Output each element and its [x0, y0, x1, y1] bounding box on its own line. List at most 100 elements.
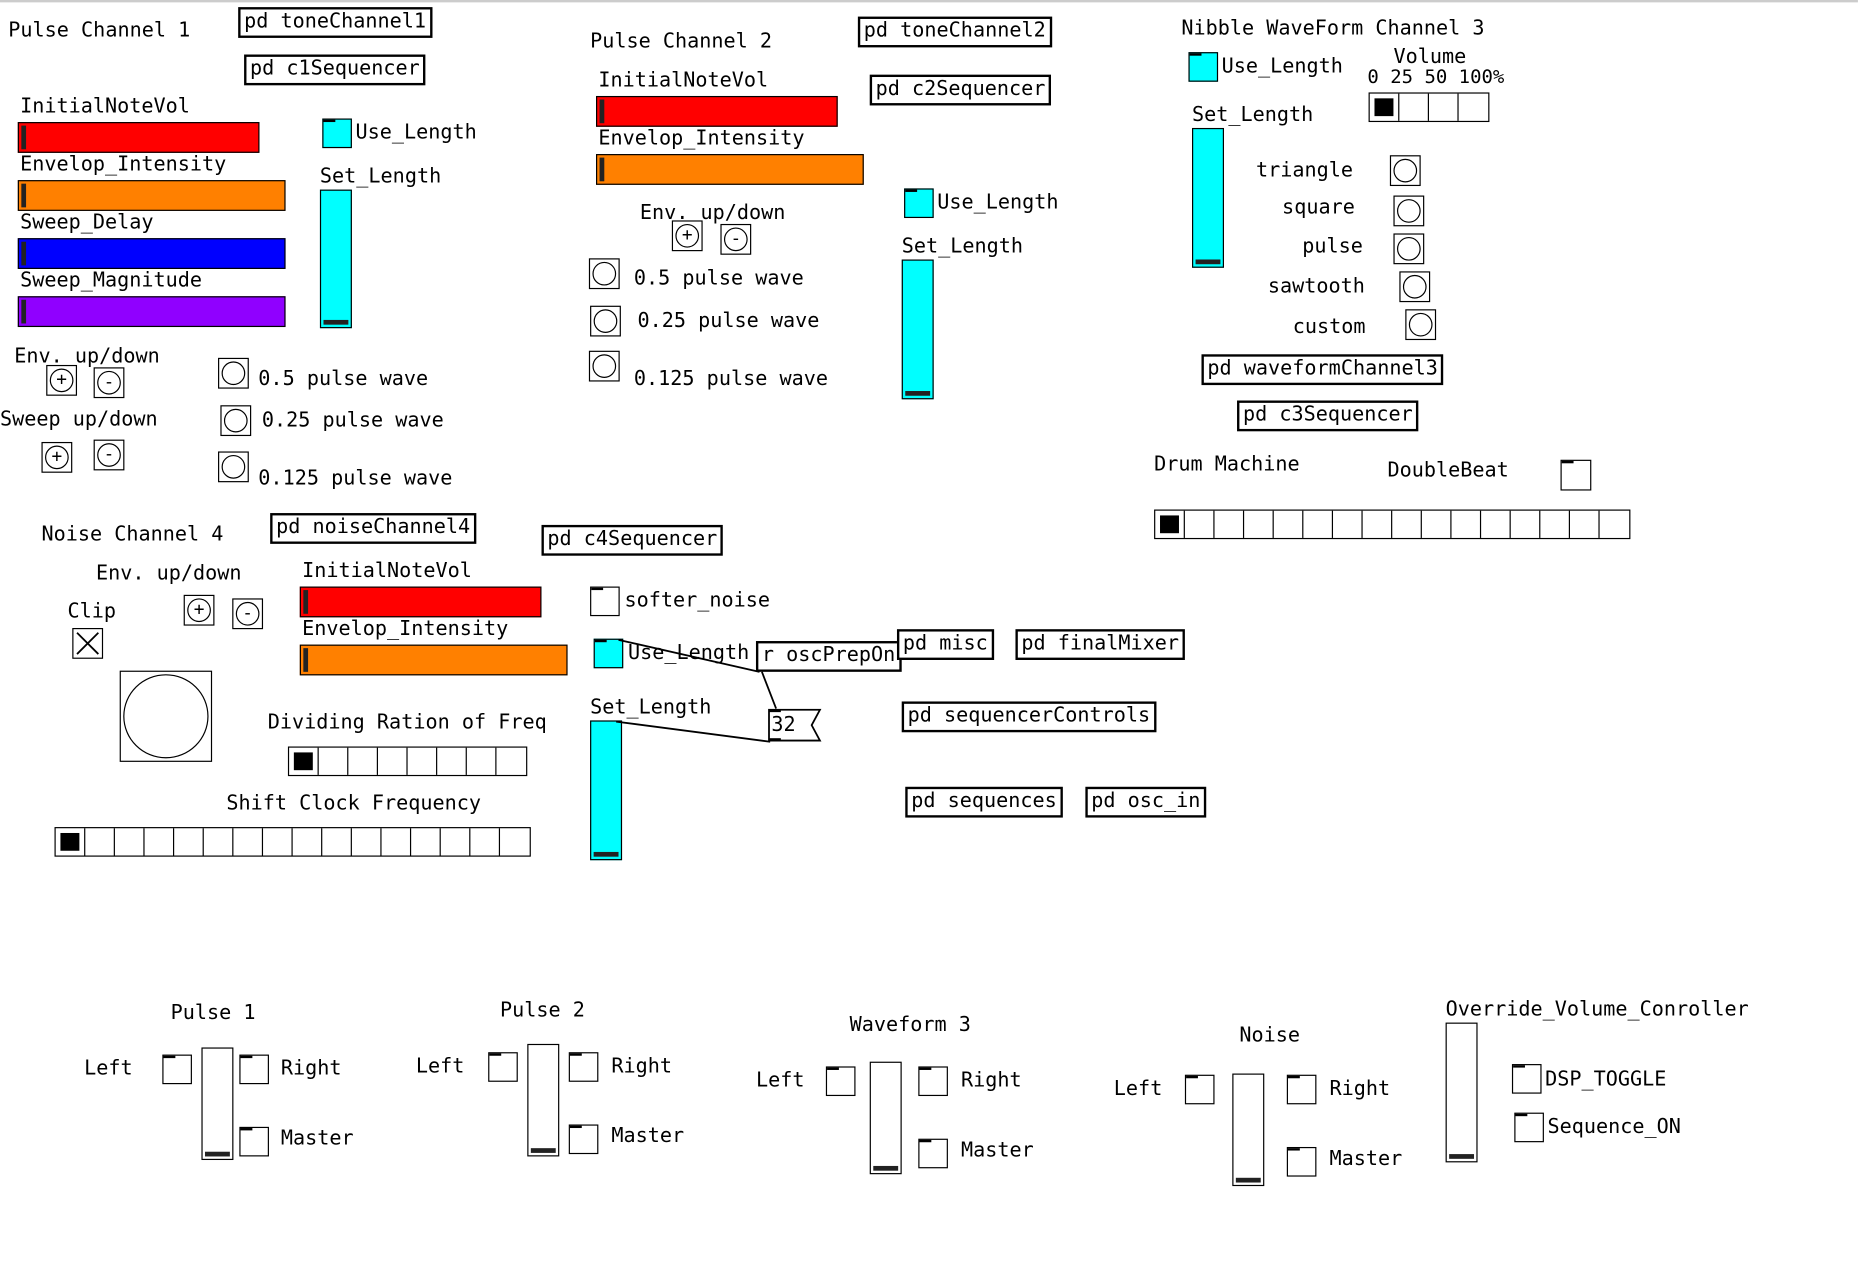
- pulse1-env-plus-button[interactable]: +: [46, 364, 78, 396]
- dividing-cell[interactable]: [467, 747, 497, 775]
- double-beat-toggle[interactable]: [1560, 459, 1592, 491]
- pulse1-sweep-minus-button[interactable]: -: [93, 439, 125, 471]
- mixer-master-toggle[interactable]: [918, 1138, 948, 1169]
- pulse1-sweep-magnitude-slider[interactable]: [17, 296, 286, 328]
- pulse2-wave-0125-bang[interactable]: [588, 350, 620, 382]
- softer-noise-toggle[interactable]: [590, 586, 620, 617]
- shift-clock-cell[interactable]: [174, 828, 204, 856]
- dividing-cell[interactable]: [378, 747, 408, 775]
- drum-step-cell[interactable]: [1185, 510, 1215, 538]
- shift-clock-cell[interactable]: [322, 828, 352, 856]
- pd-waveform-channel3[interactable]: pd waveformChannel3: [1201, 354, 1444, 386]
- mixer-left-toggle[interactable]: [488, 1052, 518, 1082]
- shift-clock-cell[interactable]: [470, 828, 501, 856]
- pulse1-wave-025-bang[interactable]: [220, 405, 252, 437]
- noise4-envelope-intensity-slider[interactable]: [299, 644, 568, 676]
- noise4-env-minus-button[interactable]: -: [232, 598, 264, 630]
- drum-step-cell[interactable]: [1511, 510, 1541, 538]
- drum-step-cell[interactable]: [1540, 510, 1570, 538]
- shift-clock-cell[interactable]: [293, 828, 323, 856]
- shift-clock-cell[interactable]: [441, 828, 471, 856]
- noise4-initial-note-vol-slider[interactable]: [299, 586, 542, 618]
- dsp-toggle[interactable]: [1511, 1064, 1542, 1094]
- drum-step-cell[interactable]: [1452, 510, 1482, 538]
- nibble3-sawtooth-bang[interactable]: [1399, 271, 1431, 303]
- pd-noise-channel4[interactable]: pd noiseChannel4: [270, 513, 477, 544]
- pulse1-set-length-slider[interactable]: [319, 189, 352, 329]
- drum-step-cell[interactable]: [1274, 510, 1304, 538]
- override-volume-slider[interactable]: [1445, 1022, 1478, 1163]
- receive-osc-prep-on[interactable]: r oscPrepOn: [755, 641, 902, 672]
- pulse2-env-plus-button[interactable]: +: [671, 220, 703, 252]
- volume-cell-0[interactable]: [1370, 93, 1400, 121]
- dividing-cell[interactable]: [496, 748, 526, 775]
- drum-step-radio[interactable]: [1154, 509, 1631, 540]
- pulse1-envelope-intensity-slider[interactable]: [17, 180, 286, 211]
- nibble3-volume-radio[interactable]: [1368, 92, 1490, 123]
- pulse2-initial-note-vol-slider[interactable]: [596, 95, 838, 127]
- shift-clock-cell[interactable]: [233, 828, 264, 856]
- pulse2-envelope-intensity-slider[interactable]: [596, 154, 864, 185]
- drum-step-cell[interactable]: [1155, 510, 1185, 538]
- noise4-use-length-toggle[interactable]: [593, 638, 624, 669]
- noise4-dividing-radio[interactable]: [287, 746, 528, 777]
- pulse1-wave-0125-bang[interactable]: [218, 451, 249, 483]
- pd-tone-channel1[interactable]: pd toneChannel1: [238, 7, 432, 38]
- noise4-shift-clock-radio[interactable]: [54, 827, 531, 857]
- shift-clock-cell[interactable]: [204, 828, 234, 856]
- pulse1-use-length-toggle[interactable]: [322, 118, 352, 149]
- pd-sequencer-controls[interactable]: pd sequencerControls: [901, 701, 1157, 733]
- drum-step-cell[interactable]: [1392, 510, 1422, 538]
- mixer-volume-slider[interactable]: [1232, 1073, 1265, 1187]
- pulse2-wave-025-bang[interactable]: [590, 305, 621, 337]
- shift-clock-cell[interactable]: [382, 828, 412, 856]
- shift-clock-cell[interactable]: [85, 828, 115, 856]
- volume-cell-25[interactable]: [1399, 93, 1429, 121]
- dividing-cell[interactable]: [437, 747, 467, 775]
- pulse2-env-minus-button[interactable]: -: [720, 223, 752, 255]
- pulse1-env-minus-button[interactable]: -: [93, 367, 125, 399]
- pd-c1-sequencer[interactable]: pd c1Sequencer: [244, 54, 426, 86]
- pd-c4-sequencer[interactable]: pd c4Sequencer: [541, 524, 724, 556]
- mixer-left-toggle[interactable]: [825, 1066, 856, 1097]
- drum-step-cell[interactable]: [1244, 510, 1274, 538]
- shift-clock-cell[interactable]: [411, 828, 441, 856]
- mixer-volume-slider[interactable]: [201, 1047, 234, 1161]
- pulse1-initial-note-vol-slider[interactable]: [17, 122, 260, 153]
- pulse2-use-length-toggle[interactable]: [904, 188, 934, 219]
- volume-cell-50[interactable]: [1429, 93, 1459, 121]
- shift-clock-cell[interactable]: [115, 828, 145, 856]
- pulse1-wave-05-bang[interactable]: [218, 357, 249, 389]
- shift-clock-cell[interactable]: [56, 828, 86, 856]
- mixer-volume-slider[interactable]: [527, 1043, 560, 1157]
- shift-clock-cell[interactable]: [352, 828, 382, 856]
- noise4-big-bang[interactable]: [119, 670, 213, 762]
- nibble3-set-length-slider[interactable]: [1192, 127, 1225, 268]
- pd-osc-in[interactable]: pd osc_in: [1085, 786, 1207, 818]
- nibble3-square-bang[interactable]: [1393, 195, 1425, 227]
- mixer-master-toggle[interactable]: [568, 1124, 599, 1155]
- pd-sequences[interactable]: pd sequences: [905, 786, 1063, 818]
- nibble3-triangle-bang[interactable]: [1389, 155, 1421, 187]
- noise4-clip-toggle[interactable]: [72, 627, 104, 659]
- mixer-volume-slider[interactable]: [869, 1061, 902, 1175]
- pd-c3-sequencer[interactable]: pd c3Sequencer: [1237, 400, 1419, 432]
- shift-clock-cell[interactable]: [263, 828, 293, 856]
- dividing-cell[interactable]: [289, 747, 319, 775]
- pd-tone-channel2[interactable]: pd toneChannel2: [857, 16, 1052, 48]
- dividing-cell[interactable]: [408, 747, 438, 775]
- dividing-cell[interactable]: [319, 747, 349, 775]
- pulse1-sweep-delay-slider[interactable]: [17, 238, 286, 269]
- mixer-left-toggle[interactable]: [1184, 1074, 1215, 1105]
- mixer-right-toggle[interactable]: [239, 1054, 269, 1085]
- drum-step-cell[interactable]: [1363, 510, 1393, 538]
- pulse2-wave-05-bang[interactable]: [588, 258, 620, 290]
- nibble3-pulse-bang[interactable]: [1393, 233, 1425, 265]
- drum-step-cell[interactable]: [1303, 510, 1334, 538]
- drum-step-cell[interactable]: [1481, 510, 1511, 538]
- mixer-left-toggle[interactable]: [162, 1054, 192, 1085]
- shift-clock-cell[interactable]: [145, 828, 175, 856]
- pd-c2-sequencer[interactable]: pd c2Sequencer: [869, 74, 1052, 106]
- noise4-env-plus-button[interactable]: +: [183, 594, 215, 626]
- drum-step-cell[interactable]: [1333, 510, 1363, 538]
